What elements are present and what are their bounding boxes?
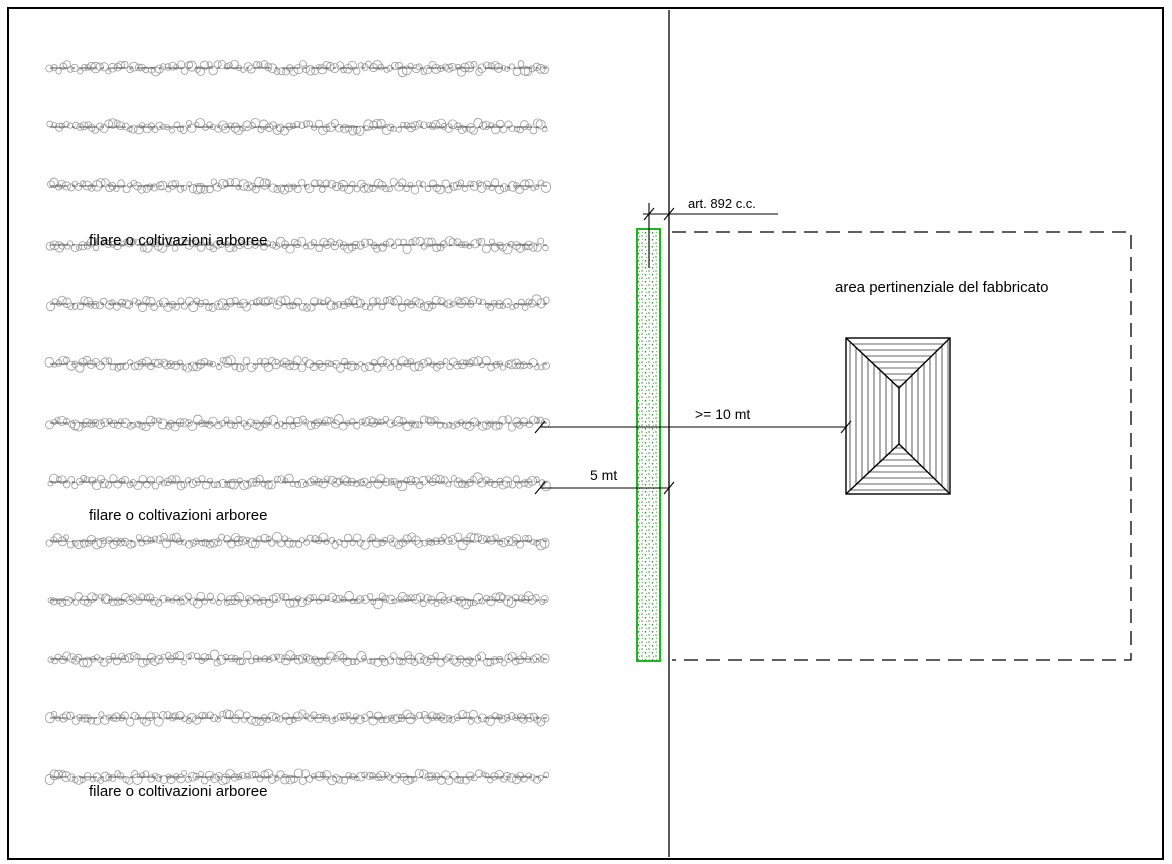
boundary-distance-dimension [534, 481, 675, 495]
crop-rows-label-top: filare o coltivazioni arboree [89, 232, 267, 249]
crop-row-foliage [45, 236, 549, 255]
hedge-reference-dimension [643, 203, 778, 268]
hedge-strip [636, 228, 661, 662]
crop-row-foliage [47, 176, 551, 195]
crop-row [46, 118, 548, 136]
crop-row [45, 532, 550, 551]
appurtenant-area-label: area pertinenziale del fabbricato [835, 279, 1048, 296]
crop-rows-label-bottom: filare o coltivazioni arboree [89, 783, 267, 800]
crop-row [46, 294, 550, 313]
crop-row-foliage [45, 59, 549, 77]
crop-row [47, 176, 551, 195]
crop-rows-group [44, 59, 551, 786]
building-roof-plan [845, 337, 951, 495]
building-distance-label: >= 10 mt [695, 406, 750, 422]
crop-row-foliage [44, 355, 551, 373]
crop-row-foliage [46, 118, 548, 136]
hedge-reference-label: art. 892 c.c. [688, 196, 756, 211]
crop-row [45, 236, 549, 255]
crop-row [45, 414, 551, 432]
crop-row [44, 355, 551, 373]
appurtenant-area-boundary [672, 231, 1132, 661]
drawing-frame [7, 7, 1164, 860]
crop-row [44, 768, 550, 786]
crop-row [47, 649, 550, 668]
boundary-distance-label: 5 mt [590, 467, 617, 483]
crop-row-foliage [46, 294, 550, 313]
building-distance-dimension [534, 420, 852, 434]
crop-row [45, 709, 550, 727]
crop-rows-label-middle: filare o coltivazioni arboree [89, 507, 267, 524]
crop-row-foliage [47, 472, 551, 492]
crop-row [47, 591, 549, 610]
crop-row [47, 472, 551, 492]
crop-row [45, 59, 549, 77]
